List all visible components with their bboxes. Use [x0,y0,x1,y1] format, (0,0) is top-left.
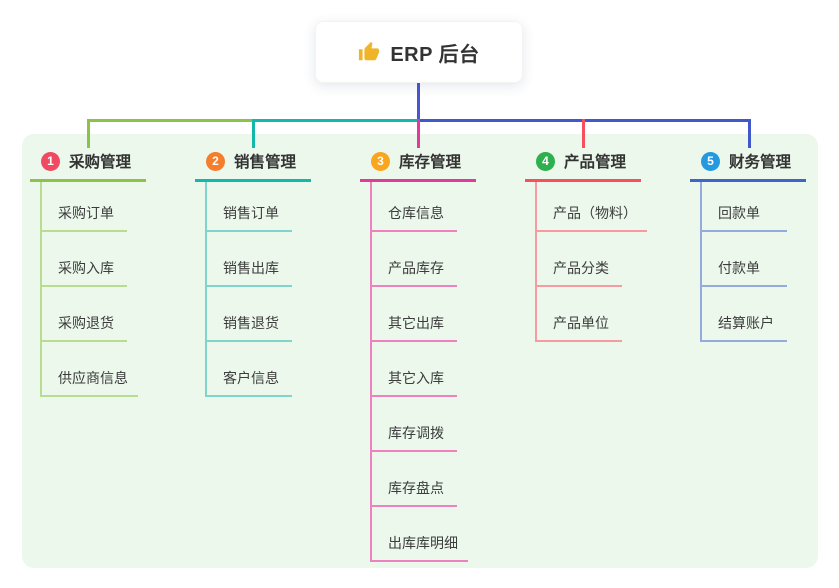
node-item[interactable]: 产品分类 [537,232,622,287]
node-item[interactable]: 其它入库 [372,342,457,397]
node-item[interactable]: 其它出库 [372,287,457,342]
branches-panel [22,134,818,568]
node-item[interactable]: 销售订单 [207,182,292,232]
branch-badge: 1 [41,151,60,171]
bus-line-teal [252,119,420,122]
branch-title: 库存管理 [399,154,462,171]
branch-header-product[interactable]: 4 产品管理 [525,150,641,182]
bus-line-green [87,119,255,122]
branch-items: 产品（物料） 产品分类 产品单位 [535,182,647,342]
branch-items: 销售订单 销售出库 销售退货 客户信息 [205,182,292,397]
branch-title: 销售管理 [234,154,297,171]
node-item[interactable]: 回款单 [702,182,787,232]
node-item[interactable]: 付款单 [702,232,787,287]
branch-product: 4 产品管理 产品（物料） 产品分类 产品单位 [525,150,647,342]
branch-purchase: 1 采购管理 采购订单 采购入库 采购退货 供应商信息 [30,150,146,397]
root-node[interactable]: ERP 后台 [315,21,523,83]
branch-header-sales[interactable]: 2 销售管理 [195,150,311,182]
branch-sales: 2 销售管理 销售订单 销售出库 销售退货 客户信息 [195,150,311,397]
branch-badge: 5 [701,151,720,171]
drop-line-finance [748,119,751,148]
root-title: ERP 后台 [390,43,480,66]
node-item[interactable]: 结算账户 [702,287,787,342]
drop-line-product [582,119,585,148]
branch-title: 财务管理 [729,154,792,171]
branch-items: 回款单 付款单 结算账户 [700,182,787,342]
branch-title: 采购管理 [69,154,132,171]
node-item[interactable]: 供应商信息 [42,342,138,397]
thumbs-up-icon [359,41,380,61]
branch-items: 采购订单 采购入库 采购退货 供应商信息 [40,182,138,397]
drop-line-sales [252,119,255,148]
drop-line-purchase [87,119,90,148]
branch-badge: 4 [536,151,555,171]
node-item[interactable]: 仓库信息 [372,182,457,232]
root-connector-line [417,83,420,121]
branch-finance: 5 财务管理 回款单 付款单 结算账户 [690,150,806,342]
drop-line-inventory [417,119,420,148]
branch-items: 仓库信息 产品库存 其它出库 其它入库 库存调拨 库存盘点 出库库明细 [370,182,468,562]
node-item[interactable]: 产品库存 [372,232,457,287]
node-item[interactable]: 客户信息 [207,342,292,397]
node-item[interactable]: 采购退货 [42,287,127,342]
node-item[interactable]: 销售退货 [207,287,292,342]
node-item[interactable]: 库存盘点 [372,452,457,507]
branch-title: 产品管理 [564,154,627,171]
node-item[interactable]: 销售出库 [207,232,292,287]
node-item[interactable]: 产品（物料） [537,182,647,232]
node-item[interactable]: 产品单位 [537,287,622,342]
branch-inventory: 3 库存管理 仓库信息 产品库存 其它出库 其它入库 库存调拨 库存盘点 出库库… [360,150,476,562]
branch-header-purchase[interactable]: 1 采购管理 [30,150,146,182]
node-item[interactable]: 采购订单 [42,182,127,232]
node-item[interactable]: 采购入库 [42,232,127,287]
branch-badge: 3 [371,151,390,171]
branch-header-inventory[interactable]: 3 库存管理 [360,150,476,182]
node-item[interactable]: 出库库明细 [372,507,468,562]
branch-badge: 2 [206,151,225,171]
branch-header-finance[interactable]: 5 财务管理 [690,150,806,182]
node-item[interactable]: 库存调拨 [372,397,457,452]
